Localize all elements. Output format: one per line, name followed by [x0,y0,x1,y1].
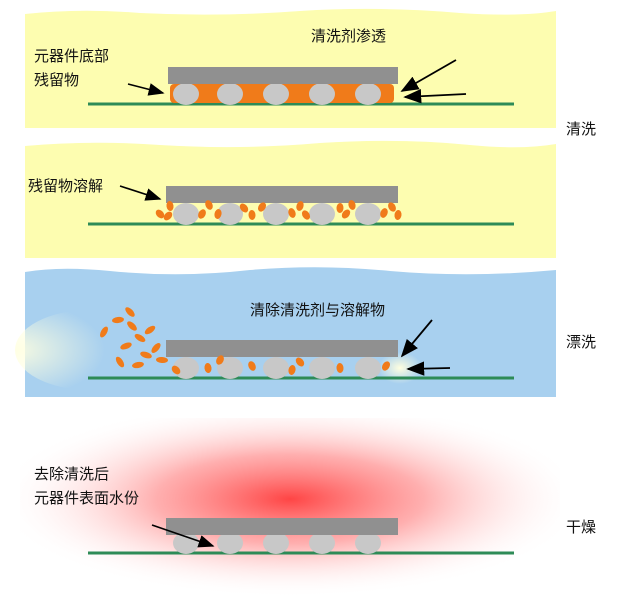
residue-particle [394,210,402,220]
arrow-rinse-1 [400,319,433,358]
residue-particle [166,201,174,211]
residue-particle [155,209,165,219]
floating-residue [115,356,125,368]
residue-particle [336,363,344,373]
arrow-rinse-2 [406,361,451,376]
floating-residue [120,342,132,350]
residue-particle [295,357,305,367]
floating-residue [112,316,124,324]
residue-particle [239,203,249,213]
residue-particle [205,200,213,210]
solder-ball [309,357,335,379]
residue-particle [336,203,344,213]
solder-ball [309,83,335,105]
residue-particle [388,202,396,212]
solder-ball [173,83,199,105]
solder-ball [263,357,289,379]
arrow-dissolve [119,185,162,201]
annotation-cleaner-penetrate: 清洗剂渗透 [311,27,387,45]
residue-particle [204,363,212,373]
residue-particle [341,209,351,219]
pcb-board [88,376,514,380]
rinse-glow-right [378,352,422,384]
residue-particle [214,209,222,219]
residue-particle [248,361,256,371]
floating-residue [127,321,137,331]
floating-residue [100,326,108,338]
residue-particle [171,365,181,375]
floating-residue [156,356,168,364]
solder-ball [217,83,243,105]
floating-residue [151,343,161,353]
arrow-penetrate-1 [400,59,457,92]
residue-particle [348,200,356,210]
chip-component [166,518,398,535]
arrow-penetrate-2 [403,89,467,104]
solder-ball [355,357,381,379]
chip-component [166,340,398,357]
residue-particle [288,208,296,218]
residue-particle [216,355,224,365]
arrow-dry [151,524,215,548]
solder-ball [173,203,199,225]
stage-label-dry: 干燥 [566,518,597,536]
solder-ball [309,203,335,225]
residue-particle [381,361,391,371]
floating-residue [134,333,146,343]
floating-residue [132,361,144,369]
solder-ball [263,203,289,225]
solder-ball [263,532,289,554]
chip-component [166,186,398,203]
solder-ball [217,532,243,554]
residue-particle [163,211,173,221]
solder-ball [309,532,335,554]
rinse-glow-left [15,310,165,390]
solder-ball [263,83,289,105]
arrow-residue-1 [127,83,165,96]
stage-label-clean: 清洗 [566,120,597,138]
floating-residue [125,307,135,317]
annotation-remove-after-clean: 去除清洗后 [34,465,110,483]
residue-particle [296,201,304,211]
residue-particle [248,210,256,220]
residue-particle [380,208,388,218]
residue-particle [288,365,296,375]
annotation-residue: 残留物 [34,71,80,89]
annotation-under-component: 元器件底部 [34,47,110,65]
stage-label-rinse: 漂洗 [566,333,597,351]
chip-component [168,67,398,84]
pcb-board [88,222,514,226]
pcb-board [88,551,514,555]
solder-ball [355,83,381,105]
solder-ball [217,357,243,379]
residue-particle [257,202,267,212]
annotation-surface-moisture: 元器件表面水份 [34,489,140,507]
solder-ball [217,203,243,225]
annotation-remove-cleaner: 清除清洗剂与溶解物 [250,301,386,319]
annotation-residue-dissolve: 残留物溶解 [28,177,104,195]
solder-ball [355,532,381,554]
residue-particle [198,209,206,219]
solder-ball [355,203,381,225]
floating-residue [140,351,152,359]
panel-dry-bg [20,418,560,598]
residue-particle [301,210,311,220]
solder-ball [173,532,199,554]
floating-residue [144,325,156,335]
pcb-board [88,102,514,106]
